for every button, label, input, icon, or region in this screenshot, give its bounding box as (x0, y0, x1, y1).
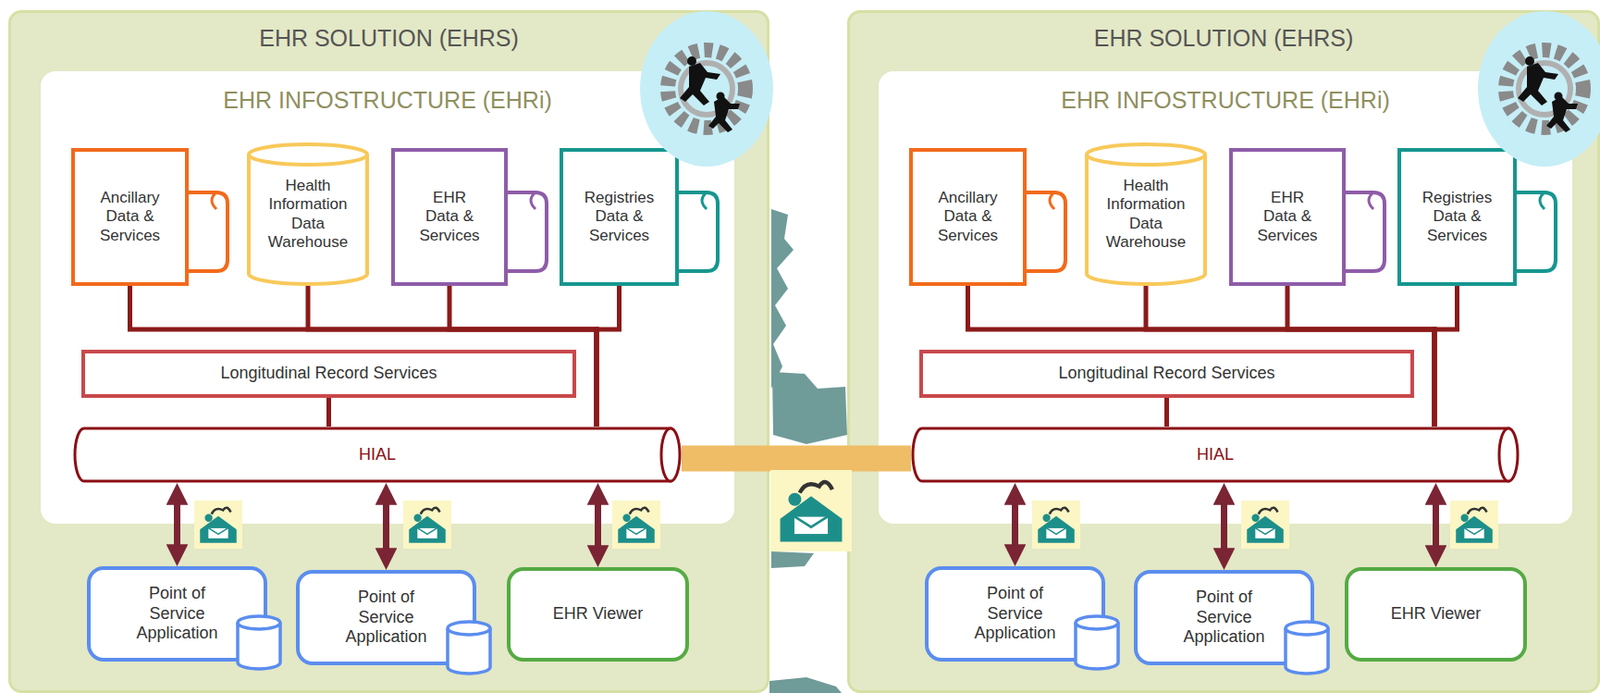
box-label: Ancillary Data & Services (88, 188, 173, 246)
panel-title: EHR INFOSTRUCTURE (EHRi) (40, 86, 735, 114)
service-box: Longitudinal Record Services (919, 349, 1415, 398)
application-box: EHR Viewer (1344, 566, 1527, 662)
network-cloud (769, 209, 848, 693)
connector (1164, 397, 1170, 427)
connector (382, 500, 390, 553)
connector (173, 500, 181, 549)
warehouse-cylinder: Health Information Data Warehouse (246, 142, 370, 286)
connector (1220, 500, 1228, 553)
panel-title: EHR INFOSTRUCTURE (EHRi) (878, 86, 1573, 114)
connector (594, 500, 602, 550)
box-label: HIAL (1196, 444, 1234, 466)
service-box: Ancillary Data & Services (909, 147, 1027, 286)
service-box: Registries Data & Services (559, 147, 679, 286)
connector (1432, 500, 1440, 550)
box-label: Health Information Data Warehouse (1095, 176, 1197, 253)
box-label: Point of Service Application (1178, 587, 1271, 648)
connector (307, 285, 597, 427)
infostructure-panel: EHR INFOSTRUCTURE (EHRi) Ancillary Data &… (40, 71, 735, 524)
box-label: Point of Service Application (340, 587, 433, 648)
connector (1434, 285, 1458, 427)
panel-title: EHR SOLUTION (EHRS) (849, 24, 1598, 52)
service-box: Longitudinal Record Services (81, 349, 577, 398)
box-label: Health Information Data Warehouse (257, 176, 359, 253)
box-label: Longitudinal Record Services (935, 363, 1399, 384)
service-box: Ancillary Data & Services (71, 147, 189, 286)
connector (1145, 285, 1435, 427)
panel-title: EHR SOLUTION (EHRS) (11, 24, 767, 52)
connector (130, 285, 598, 427)
box-label: Point of Service Application (131, 583, 224, 644)
box-label: EHR Data & Services (1255, 188, 1319, 246)
connector (449, 285, 597, 427)
hial-cylinder: HIAL (910, 426, 1520, 483)
box-label: Longitudinal Record Services (98, 363, 561, 384)
warehouse-cylinder: Health Information Data Warehouse (1084, 142, 1207, 286)
right-decorations (1026, 11, 1600, 674)
message-icon (770, 469, 852, 552)
connector (1287, 285, 1435, 427)
connector (968, 285, 1436, 427)
box-label: HIAL (358, 444, 396, 466)
left-decorations (188, 11, 774, 674)
connector (596, 285, 620, 427)
service-box: EHR Data & Services (391, 147, 508, 286)
infostructure-panel: EHR INFOSTRUCTURE (EHRi) Ancillary Data &… (878, 71, 1573, 524)
box-label: EHR Viewer (529, 603, 668, 625)
hial-link (681, 445, 911, 472)
connector (326, 397, 332, 427)
solution-panel: EHR SOLUTION (EHRS) EHR INFOSTRUCTURE (EH… (847, 10, 1600, 693)
box-label: Registries Data & Services (1415, 188, 1500, 246)
application-box: EHR Viewer (506, 566, 690, 662)
box-label: Registries Data & Services (578, 188, 662, 246)
connector (1011, 500, 1019, 549)
box-label: EHR Viewer (1366, 603, 1506, 625)
service-box: Registries Data & Services (1397, 147, 1517, 286)
solution-panel: EHR SOLUTION (EHRS) EHR INFOSTRUCTURE (EH… (8, 10, 770, 693)
service-box: EHR Data & Services (1229, 147, 1346, 286)
box-label: Point of Service Application (969, 583, 1062, 644)
box-label: Ancillary Data & Services (926, 188, 1010, 246)
hial-cylinder: HIAL (73, 426, 682, 483)
box-label: EHR Data & Services (418, 188, 481, 246)
